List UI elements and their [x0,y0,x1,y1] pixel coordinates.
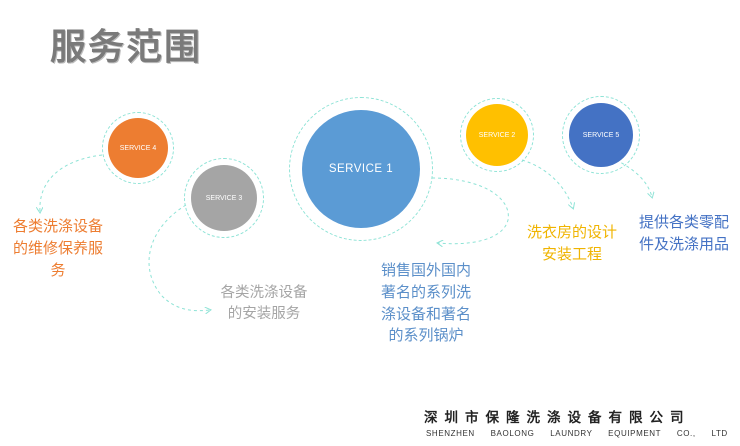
service-5-ring [562,96,640,174]
connector-service-4 [40,154,103,212]
service-3-description: 各类洗涤设备 的安装服务 [220,285,308,323]
service-1-description: 销售国外国内 著名的系列洗 涤设备和著名 的系列锅炉 [380,261,471,345]
service-2-description: 洗衣房的设计 安装工程 [526,223,617,263]
connector-service-2 [521,159,573,208]
service-1-ring [289,97,433,241]
service-1-label: SERVICE 1 [328,163,394,175]
service-3-circle[interactable]: SERVICE 3 [191,165,257,231]
service-5-label: SERVICE 5 [582,131,620,139]
company-name-cn: 深圳市保隆洗涤设备有限公司 [424,410,691,426]
service-2-circle[interactable]: SERVICE 2 [466,104,528,166]
service-5-circle[interactable]: SERVICE 5 [569,103,633,167]
service-2-ring [460,98,534,172]
service-5-description: 提供各类零配 件及洗涤用品 [638,213,729,253]
service-4-description: 各类洗涤设备 的维修保养服 务 [12,217,103,279]
page-title: 服务范围 [50,27,203,68]
service-3-ring [184,158,264,238]
service-4-circle[interactable]: SERVICE 4 [108,118,168,178]
service-2-label: SERVICE 2 [478,131,516,139]
service-1-circle[interactable]: SERVICE 1 [302,110,420,228]
company-name-en: SHENZHEN BAOLONG LAUNDRY EQUIPMENT CO., … [426,429,728,438]
service-4-label: SERVICE 4 [119,144,157,152]
service-4-ring [102,112,174,184]
service-3-label: SERVICE 3 [205,194,243,202]
connector-service-1 [431,177,509,244]
